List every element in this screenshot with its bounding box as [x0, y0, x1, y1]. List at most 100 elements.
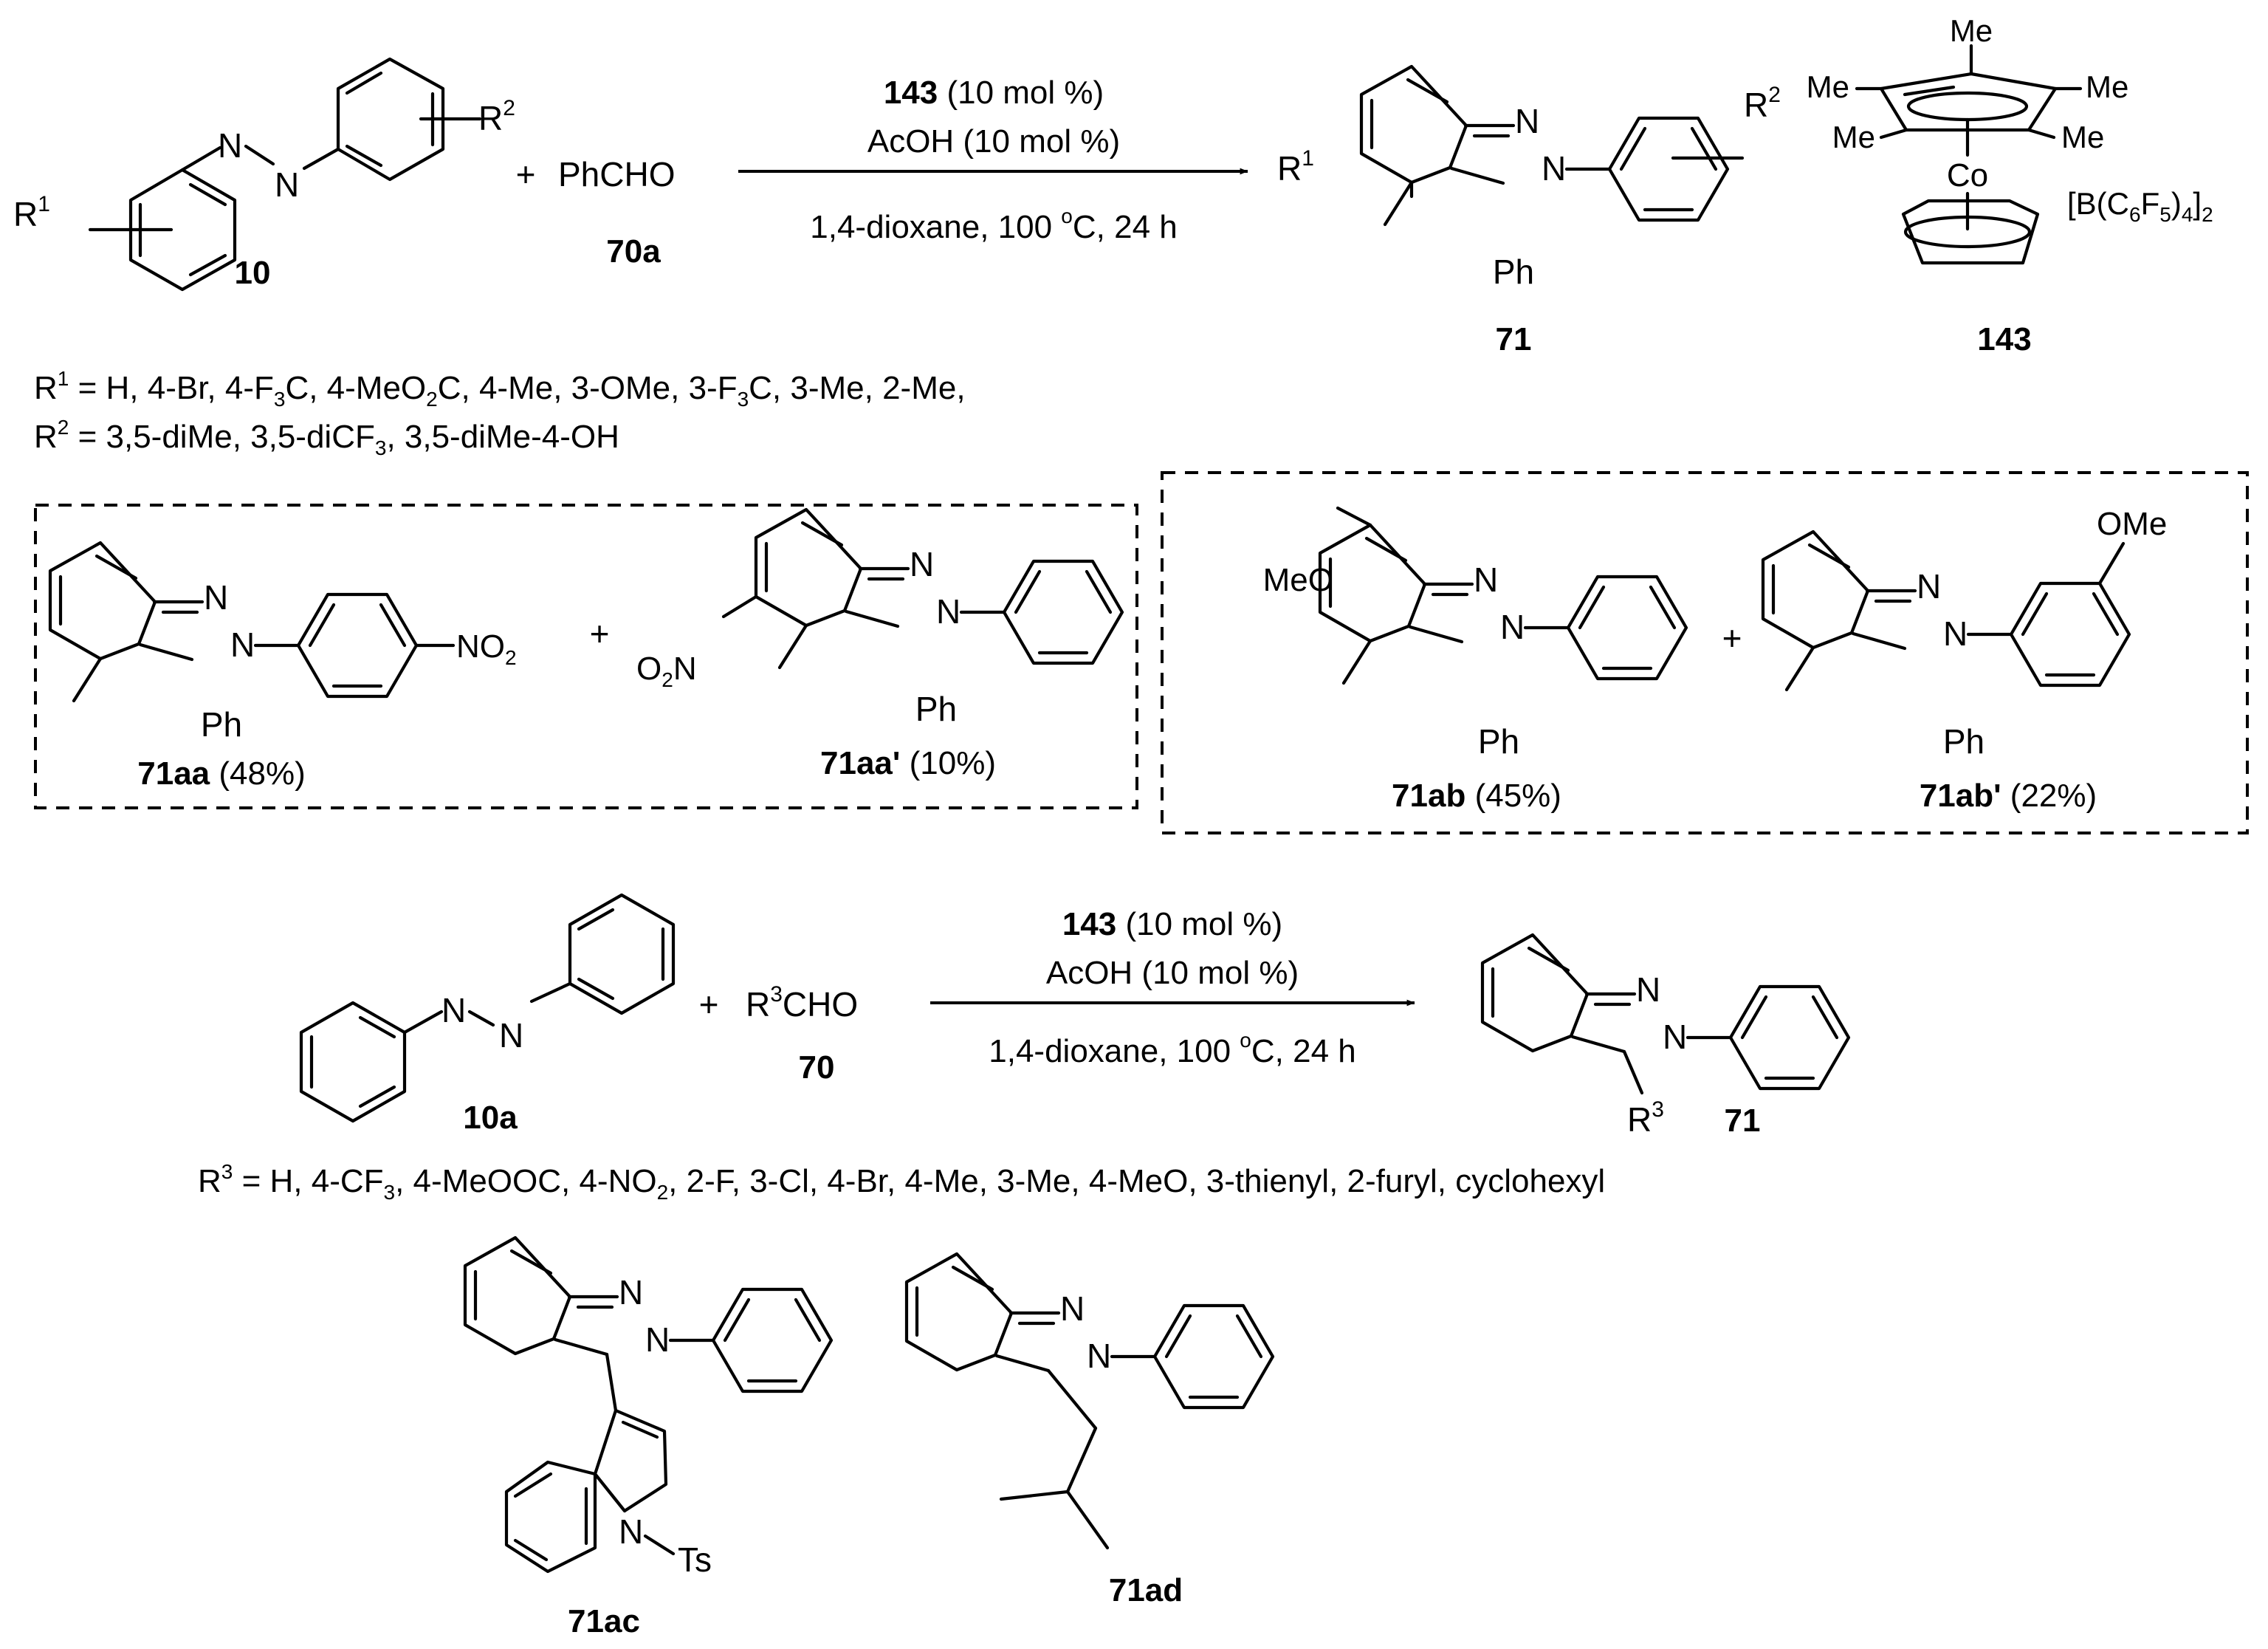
yield: (48%) [210, 755, 306, 792]
counterion: [B(C [2067, 186, 2129, 221]
methyl-group: Me [1950, 13, 1993, 48]
svg-text:R1: R1 [1277, 146, 1314, 188]
degree-sup: o [1061, 205, 1073, 227]
compound-71ad: N N 71ad [904, 1252, 1275, 1608]
r1-group: R [1277, 149, 1302, 188]
r2-sup: 2 [1768, 83, 1781, 107]
compound-label-71ab: 71ab [1392, 778, 1465, 814]
atom-n: N [204, 578, 228, 617]
r3-substituent-list: R3 = H, 4-CF3, 4-MeOOC, 4-NO2, 2-F, 3-Cl… [198, 1160, 1605, 1204]
atom-n: N [1474, 560, 1498, 599]
yield: (10%) [900, 745, 996, 781]
indazole-product-71: N N R1 R2 Ph 71 [1277, 64, 1781, 357]
r2-group: R [478, 99, 503, 137]
svg-text:O2N: O2N [636, 651, 697, 691]
atom-n: N [1500, 608, 1525, 646]
indazole-product-71-r3: N N R3 71 [1480, 933, 1851, 1139]
compound-label-71ab-prime: 71ab' [1920, 778, 2001, 814]
methoxy-group: MeO [1263, 562, 1333, 598]
compound-label-71: 71 [1496, 321, 1532, 357]
phenyl-group: Ph [1943, 722, 1984, 761]
atom-n: N [230, 625, 255, 664]
yield: (45%) [1465, 778, 1561, 814]
phenyl-group: Ph [1478, 722, 1519, 761]
tosyl-group: Ts [678, 1540, 712, 1579]
compound-label-71aa: 71aa [137, 755, 210, 792]
atom-n: N [936, 592, 961, 631]
r1-sup: 1 [38, 192, 50, 216]
methyl-group: Me [2086, 69, 2128, 104]
condition-acid: AcOH (10 mol %) [1046, 955, 1299, 991]
r1-substituent-list: R1 = H, 4-Br, 4-F3C, 4-MeO2C, 4-Me, 3-OM… [34, 367, 966, 411]
atom-n: N [1663, 1018, 1687, 1056]
methyl-group: Me [1832, 120, 1875, 154]
svg-text:71aa (48%): 71aa (48%) [137, 755, 305, 792]
phenyl-group: Ph [915, 690, 957, 728]
r2-sup: 2 [503, 96, 515, 120]
r3-group: R [1627, 1100, 1652, 1139]
svg-text:71ab (45%): 71ab (45%) [1392, 778, 1561, 814]
atom-n: N [1542, 149, 1566, 188]
yield: (22%) [2001, 778, 2097, 814]
plus-sign: + [590, 614, 610, 653]
dashed-box-71aa [34, 504, 1138, 809]
svg-text:71ab' (22%): 71ab' (22%) [1920, 778, 2097, 814]
catalyst-ref: 143 [1062, 906, 1116, 942]
condition-solvent: 1,4-dioxane, 100 [810, 209, 1061, 245]
phenyl-group: Ph [1493, 253, 1534, 291]
atom-n: N [499, 1016, 523, 1055]
svg-text:71aa' (10%): 71aa' (10%) [820, 745, 996, 781]
svg-text:[B(C6F5)4]2: [B(C6F5)4]2 [2067, 186, 2213, 226]
compound-label-70a: 70a [606, 233, 661, 270]
condition-temp-time: C, 24 h [1251, 1033, 1356, 1069]
compound-label-70: 70 [799, 1049, 835, 1086]
nitro-group: O [636, 651, 662, 687]
compound-label-71ad: 71ad [1109, 1572, 1183, 1608]
svg-text:143 (10 mol %): 143 (10 mol %) [884, 75, 1104, 111]
atom-n: N [619, 1512, 643, 1551]
compound-label-71: 71 [1725, 1103, 1761, 1139]
cobalt-atom: Co [1947, 157, 1988, 193]
svg-text:NO2: NO2 [456, 628, 517, 669]
compound-71ab-prime: N N OMe Ph 71ab' (22%) [1761, 506, 2167, 814]
atom-n: N [441, 991, 466, 1029]
catalyst-loading: (10 mol %) [938, 75, 1104, 111]
scheme-2: N N 10a + R3CHO 70 143 (10 mol %) AcOH (… [299, 893, 1851, 1139]
svg-text:143 (10 mol %): 143 (10 mol %) [1062, 906, 1282, 942]
compound-71aa-prime: O2N N N Ph 71aa' (10%) [636, 507, 1124, 781]
methoxy-group: OMe [2097, 506, 2167, 542]
dashed-box-71ab [1161, 471, 2249, 834]
compound-label-10a: 10a [463, 1100, 518, 1136]
compound-label-71ac: 71ac [568, 1603, 640, 1639]
atom-n: N [1943, 614, 1968, 653]
scheme-1: N N R1 R2 10 + PhCHO 70a 143 (10 mol %) … [13, 13, 2213, 357]
aldehyde-phcho: PhCHO [558, 155, 675, 193]
atom-n: N [1917, 567, 1941, 606]
atom-n: N [1636, 970, 1660, 1009]
nitro-group: NO [456, 628, 505, 665]
cobaltocenium-catalyst-143: Me Me Me Me Me Co [B(C6F5)4]2 143 [1807, 13, 2213, 357]
compound-71ac: N N N Ts 71ac [463, 1235, 834, 1639]
compound-label-71aa-prime: 71aa' [820, 745, 900, 781]
compound-71ab: MeO N N Ph 71ab (45%) [1263, 506, 1688, 814]
atom-n: N [910, 545, 934, 583]
condition-solvent: 1,4-dioxane, 100 [989, 1033, 1240, 1069]
degree-sup: o [1240, 1029, 1251, 1052]
svg-text:R1: R1 [13, 192, 50, 233]
compound-label-10: 10 [235, 255, 271, 291]
atom-n: N [619, 1273, 643, 1312]
svg-text:R3: R3 [1627, 1097, 1664, 1139]
phenyl-group: Ph [201, 705, 242, 744]
aldehyde-r3cho: R [746, 985, 770, 1024]
svg-text:R2: R2 [1744, 83, 1781, 124]
plus-sign: + [1722, 619, 1742, 657]
r2-substituent-list: R2 = 3,5-diMe, 3,5-diCF3, 3,5-diMe-4-OH [34, 416, 619, 459]
atom-n: N [218, 126, 242, 165]
r1-group: R [13, 195, 38, 233]
svg-text:R3CHO: R3CHO [746, 982, 858, 1024]
r2-group: R [1744, 86, 1768, 124]
azobenzene-10a: N N 10a [299, 893, 676, 1136]
compound-71aa: N N NO2 Ph 71aa (48%) [48, 541, 517, 792]
methyl-group: Me [2061, 120, 2104, 154]
